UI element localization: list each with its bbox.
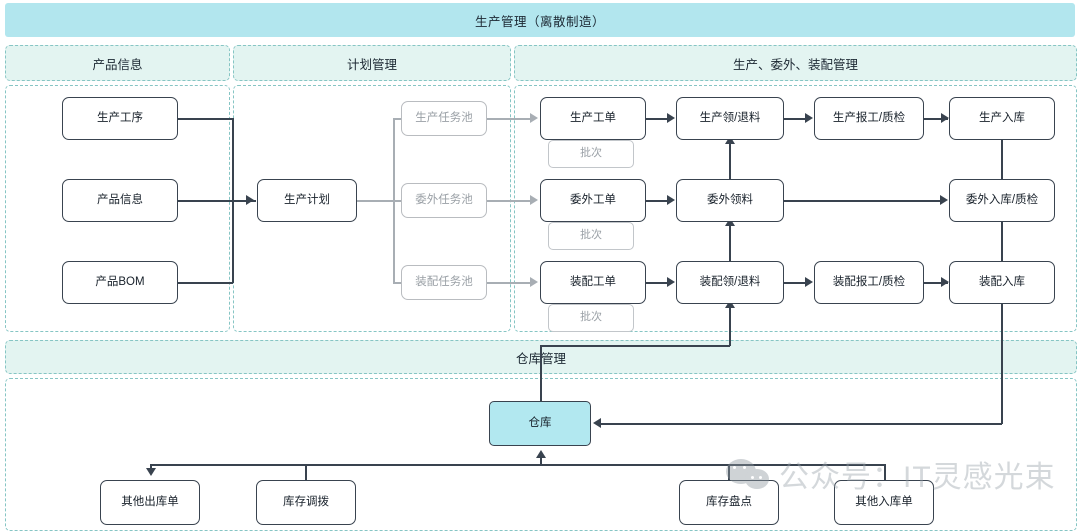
arrow-into-mat-outsource — [667, 195, 675, 205]
arrow-into-mat-production — [667, 113, 675, 123]
link-fanout-mid — [393, 200, 405, 202]
node-mat-assembly[interactable]: 装配领/退料 — [676, 261, 784, 304]
section-label: 产品信息 — [92, 57, 143, 72]
arrow-into-in-production — [941, 113, 949, 123]
node-warehouse[interactable]: 仓库 — [489, 401, 591, 446]
node-pool-outsource[interactable]: 委外任务池 — [401, 183, 487, 218]
arrow-up-into-warehouse — [536, 450, 546, 458]
link-in-production-to-outsource — [1001, 140, 1003, 179]
arrow-into-report-assembly — [805, 277, 813, 287]
node-wo-production[interactable]: 生产工单 — [540, 97, 646, 140]
diagram-title-band: 生产管理（离散制造） — [5, 3, 1075, 37]
node-other-inbound[interactable]: 其他入库单 — [834, 480, 934, 525]
link-process-to-bus — [178, 118, 233, 120]
link-warehouse-to-bus — [540, 456, 542, 466]
arrow-up-into-mat-outsource — [725, 218, 735, 226]
section-label: 计划管理 — [346, 57, 397, 72]
node-in-assembly[interactable]: 装配入库 — [949, 261, 1055, 304]
arrow-into-wo-assembly — [530, 277, 538, 287]
link-pool-to-wo-assembly — [487, 282, 532, 284]
link-bus-to-other-out — [150, 464, 152, 470]
node-pool-assembly[interactable]: 装配任务池 — [401, 265, 487, 300]
link-info-to-plan — [178, 200, 256, 202]
link-wo-to-mat-production — [646, 118, 670, 120]
link-band-to-warehouse — [540, 372, 542, 402]
link-warehouse-to-mat-assembly-v — [729, 304, 731, 346]
link-mat-to-report-assembly — [784, 282, 808, 284]
node-production-process[interactable]: 生产工序 — [62, 97, 178, 140]
node-product-bom[interactable]: 产品BOM — [62, 261, 178, 304]
diagram-title: 生产管理（离散制造） — [474, 14, 605, 29]
node-mat-outsource[interactable]: 委外领料 — [676, 179, 784, 222]
link-mat-outsource-to-production — [729, 140, 731, 179]
node-mat-production[interactable]: 生产领/退料 — [676, 97, 784, 140]
link-report-to-in-assembly — [924, 282, 948, 284]
node-batch-outsource[interactable]: 批次 — [548, 222, 634, 250]
node-batch-production[interactable]: 批次 — [548, 140, 634, 168]
node-stock-transfer[interactable]: 库存调拨 — [256, 480, 356, 525]
link-bus-to-stock-transfer — [305, 464, 307, 481]
link-wo-to-mat-outsource — [646, 200, 670, 202]
link-mat-assembly-to-outsource — [729, 222, 731, 261]
arrow-into-in-assembly — [941, 277, 949, 287]
section-header-product-info: 产品信息 — [5, 45, 230, 81]
link-in-outsource-to-assembly — [1001, 222, 1003, 261]
section-body-product-info — [5, 85, 230, 332]
arrow-up-into-mat-production — [725, 136, 735, 144]
link-fanout-bottom — [393, 282, 405, 284]
node-batch-assembly[interactable]: 批次 — [548, 304, 634, 332]
arrow-into-mat-assembly — [667, 277, 675, 287]
node-in-production[interactable]: 生产入库 — [949, 97, 1055, 140]
arrow-into-wo-production — [530, 113, 538, 123]
link-report-to-in-production — [924, 118, 948, 120]
link-plan-to-fanout — [357, 200, 394, 202]
section-header-production-mgmt: 生产、委外、装配管理 — [514, 45, 1077, 81]
node-other-outbound[interactable]: 其他出库单 — [100, 480, 200, 525]
link-bom-to-bus — [178, 282, 233, 284]
arrow-down-into-other-out — [146, 468, 156, 476]
link-pool-to-wo-production — [487, 118, 532, 120]
link-inbound-to-warehouse-h — [600, 423, 1002, 425]
link-pool-to-wo-outsource — [487, 200, 532, 202]
node-production-plan[interactable]: 生产计划 — [257, 179, 357, 222]
node-wo-outsource[interactable]: 委外工单 — [540, 179, 646, 222]
link-mat-to-report-production — [784, 118, 808, 120]
link-bus-to-other-in — [884, 464, 886, 481]
arrow-up-into-mat-assembly — [725, 300, 735, 308]
arrow-into-production-plan — [246, 195, 254, 205]
link-wo-to-mat-assembly — [646, 282, 670, 284]
section-header-plan-mgmt: 计划管理 — [233, 45, 511, 81]
arrow-into-in-outsource — [940, 195, 948, 205]
link-warehouse-to-mat-assembly-h — [540, 345, 730, 347]
arrow-into-report-production — [805, 113, 813, 123]
node-report-assembly[interactable]: 装配报工/质检 — [814, 261, 924, 304]
node-in-outsource[interactable]: 委外入库/质检 — [949, 179, 1055, 222]
node-stock-count[interactable]: 库存盘点 — [679, 480, 779, 525]
section-body-production-mgmt — [514, 85, 1077, 332]
arrow-into-warehouse-right — [593, 418, 601, 428]
link-bottom-bus — [150, 464, 885, 466]
link-bus-to-stock-count — [728, 464, 730, 481]
node-pool-production[interactable]: 生产任务池 — [401, 101, 487, 136]
node-product-info[interactable]: 产品信息 — [62, 179, 178, 222]
link-fanout-top — [393, 118, 405, 120]
node-report-production[interactable]: 生产报工/质检 — [814, 97, 924, 140]
link-inbound-down-to-warehouse — [1001, 304, 1003, 424]
link-mat-outsource-to-inbound — [784, 200, 944, 202]
node-wo-assembly[interactable]: 装配工单 — [540, 261, 646, 304]
section-label: 生产、委外、装配管理 — [732, 57, 858, 72]
arrow-into-wo-outsource — [530, 195, 538, 205]
